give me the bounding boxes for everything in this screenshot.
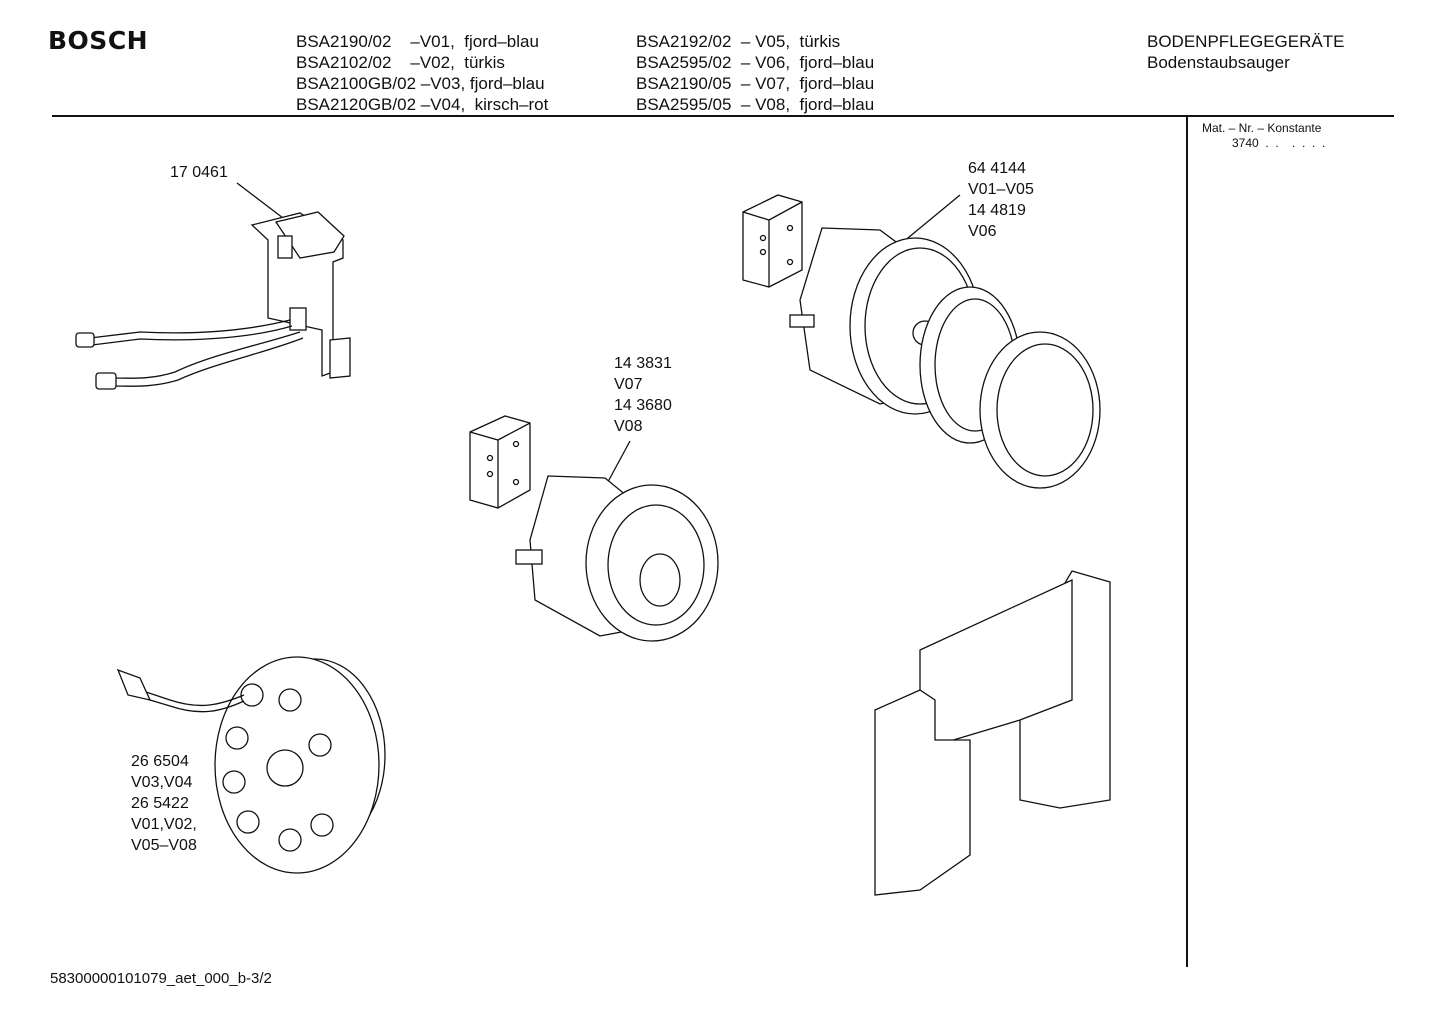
part-label-cable-reel: 26 6504 V03,V04 26 5422 V01,V02, V05–V08	[131, 751, 197, 856]
part-number: 64 4144	[968, 160, 1026, 177]
header-divider	[52, 115, 1394, 117]
category-title: BODENPFLEGEGERÄTE	[1147, 32, 1345, 51]
part-variant: V01,V02,	[131, 816, 197, 833]
model-list-left: BSA2190/02 –V01, fjord–blau BSA2102/02 –…	[296, 31, 548, 115]
large-motor-drawing	[742, 194, 1101, 489]
part-number: 14 4819	[968, 202, 1026, 219]
switch-assembly-drawing	[75, 182, 351, 390]
part-variant: V01–V05	[968, 181, 1034, 198]
part-variant: V06	[968, 223, 997, 240]
category-subtitle: Bodenstaubsauger	[1147, 53, 1290, 72]
material-label: Mat. – Nr. – Konstante	[1202, 121, 1322, 135]
part-number: 14 3680	[614, 397, 672, 414]
model-entry: BSA2192/02 – V05, türkis	[636, 32, 841, 51]
part-label-small-motor: 14 3831 V07 14 3680 V08	[614, 353, 672, 437]
model-entry: BSA2190/02 –V01, fjord–blau	[296, 32, 539, 51]
model-list-right: BSA2192/02 – V05, türkis BSA2595/02 – V0…	[636, 31, 874, 115]
side-divider	[1186, 116, 1188, 967]
part-number: 17 0461	[170, 164, 228, 181]
model-entry: BSA2190/05 – V07, fjord–blau	[636, 74, 875, 93]
material-value: 3740 . . . . . .	[1232, 136, 1326, 150]
part-label-large-motor: 64 4144 V01–V05 14 4819 V06	[968, 158, 1034, 242]
part-variant: V03,V04	[131, 774, 193, 791]
model-entry: BSA2120GB/02 –V04, kirsch–rot	[296, 95, 549, 114]
small-motor-drawing	[469, 415, 719, 642]
part-variant: V05–V08	[131, 837, 197, 854]
model-entry: BSA2100GB/02 –V03, fjord–blau	[296, 74, 545, 93]
part-number: 14 3831	[614, 355, 672, 372]
part-label-switch: 17 0461	[170, 162, 228, 183]
filter-panel-drawing	[874, 570, 1111, 896]
model-entry: BSA2595/02 – V06, fjord–blau	[636, 53, 875, 72]
part-number: 26 6504	[131, 753, 189, 770]
cable-reel-drawing	[116, 656, 386, 874]
document-id: 58300000101079_aet_000_b-3/2	[50, 970, 272, 987]
part-variant: V08	[614, 418, 643, 435]
part-number: 26 5422	[131, 795, 189, 812]
brand-logo: BOSCH	[48, 26, 149, 55]
part-variant: V07	[614, 376, 643, 393]
category-block: BODENPFLEGEGERÄTE Bodenstaubsauger	[1147, 31, 1344, 73]
model-entry: BSA2102/02 –V02, türkis	[296, 53, 505, 72]
material-constant: Mat. – Nr. – Konstante 3740 . . . . . .	[1202, 121, 1325, 151]
model-entry: BSA2595/05 – V08, fjord–blau	[636, 95, 875, 114]
